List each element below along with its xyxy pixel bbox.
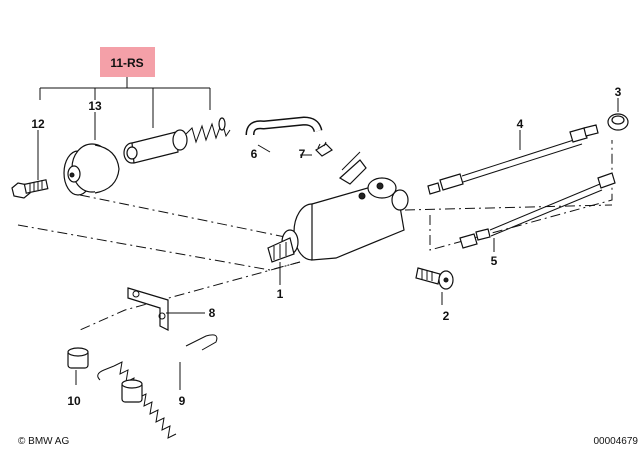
callout-10[interactable]: 10 — [67, 394, 81, 408]
callout-4[interactable]: 4 — [517, 117, 524, 131]
dust-boot[interactable] — [63, 112, 120, 196]
piston-spring[interactable] — [185, 117, 231, 144]
callout-9[interactable]: 9 — [179, 394, 186, 408]
kit-bracket — [39, 77, 211, 128]
return-spring[interactable] — [97, 334, 218, 439]
kit-label[interactable]: 11-RS — [110, 56, 143, 70]
callout-1[interactable]: 1 — [277, 287, 284, 301]
piston[interactable] — [123, 129, 188, 164]
callout-7[interactable]: 7 — [299, 147, 306, 161]
callout-8[interactable]: 8 — [209, 306, 216, 320]
brake-line-upper[interactable] — [427, 124, 599, 195]
callout-6[interactable]: 6 — [251, 147, 258, 161]
slave-cylinder[interactable] — [267, 151, 409, 285]
diagram-id: 00004679 — [594, 436, 639, 447]
copyright: © BMW AG — [18, 436, 69, 447]
callout-13[interactable]: 13 — [88, 99, 102, 113]
bleed-screw[interactable] — [11, 130, 49, 199]
brake-line-lower[interactable] — [459, 172, 616, 252]
callout-5[interactable]: 5 — [491, 254, 498, 268]
bushing-lower[interactable] — [121, 379, 143, 403]
callout-2[interactable]: 2 — [443, 309, 450, 323]
kit-label-box[interactable] — [100, 47, 155, 77]
callout-3[interactable]: 3 — [615, 85, 622, 99]
hose[interactable] — [245, 116, 323, 153]
mounting-bolt[interactable] — [415, 267, 454, 305]
bushing-upper[interactable] — [67, 347, 89, 385]
dust-cap[interactable] — [607, 98, 629, 131]
hose-clamp[interactable] — [300, 141, 333, 157]
callout-12[interactable]: 12 — [31, 117, 45, 131]
mounting-bracket[interactable] — [127, 287, 205, 331]
assembly-lines — [17, 140, 613, 331]
